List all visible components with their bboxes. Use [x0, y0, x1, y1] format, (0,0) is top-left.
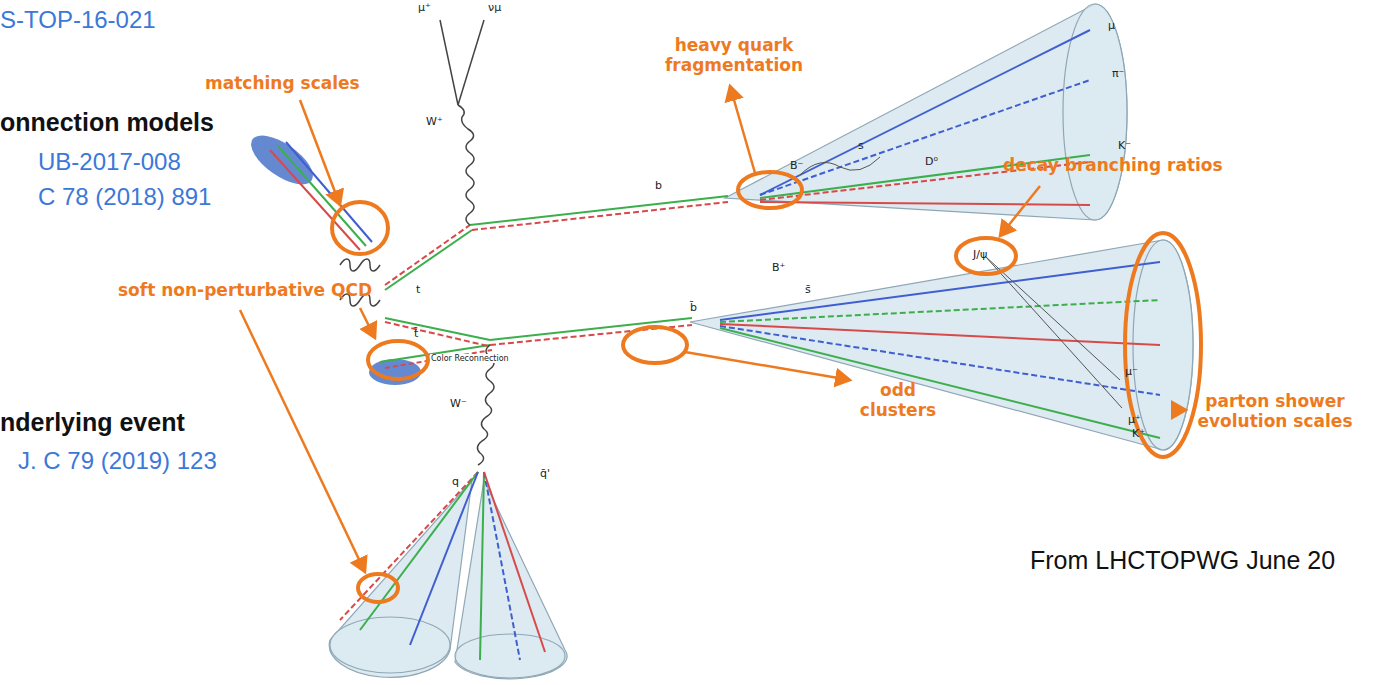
illustration-part: [458, 105, 474, 225]
illustration-part: [360, 308, 375, 338]
illustration-part: [240, 310, 365, 572]
illustration-part: [956, 238, 1016, 274]
illustration-part: [720, 300, 1160, 322]
illustration-part: [458, 20, 484, 105]
illustration-part: [800, 157, 880, 175]
illustration-part: [286, 142, 372, 242]
illustration-part: [690, 240, 1193, 450]
particle-label: J/ψ: [973, 249, 987, 262]
illustration-part: [332, 202, 388, 254]
illustration-part: [410, 472, 478, 645]
callout-label: matching scales: [205, 74, 360, 94]
callout-rings: [332, 172, 1201, 602]
illustration-part: [1125, 233, 1201, 457]
illustration-part: [685, 352, 850, 380]
protons: [243, 126, 492, 385]
illustration-part: [385, 225, 470, 285]
particle-label: π⁻: [1112, 68, 1124, 81]
callout-label: soft non-perturbative QCD: [118, 281, 372, 301]
illustration-part: [455, 634, 565, 678]
particle-label: W⁻: [450, 398, 467, 411]
illustration-part: [300, 100, 340, 205]
particle-label: K⁺: [1132, 428, 1145, 441]
illustration-part: [720, 326, 1160, 395]
illustration-part: [440, 20, 458, 105]
reference-text: C 78 (2018) 891: [38, 183, 211, 211]
particle-label: μ⁺: [418, 2, 431, 15]
particle-label: q: [452, 476, 459, 489]
reference-text: UB-2017-008: [38, 148, 181, 176]
illustration-part: [340, 259, 380, 271]
particle-label: Color Reconnection: [430, 354, 510, 363]
particle-label: t̄: [414, 328, 418, 341]
illustration-part: [985, 256, 1120, 380]
reference-text: J. C 79 (2019) 123: [18, 447, 217, 475]
heading-text: nderlying event: [0, 408, 185, 437]
particle-label: μ: [1108, 20, 1115, 33]
illustration-part: [1172, 409, 1186, 412]
source-note: From LHCTOPWG June 20: [1030, 546, 1335, 575]
illustration-part: [340, 472, 478, 620]
heading-text: onnection models: [0, 108, 214, 137]
illustration-part: [760, 80, 1090, 195]
illustration-part: [472, 202, 728, 230]
illustration-part: [330, 617, 450, 673]
illustration-part: [484, 472, 545, 652]
jet-cones: [329, 4, 1193, 679]
reference-text: S-TOP-16-021: [0, 6, 156, 34]
illustration-part: [720, 328, 1160, 438]
particle-label: μ⁻: [1125, 366, 1138, 379]
particle-label: B⁻: [790, 160, 803, 173]
illustration-part: [1063, 4, 1127, 220]
callout-label: heavy quark fragmentation: [664, 36, 804, 75]
particle-label: q̄': [540, 468, 550, 481]
particle-label: b: [655, 180, 662, 193]
illustration-part: [385, 318, 490, 340]
particle-label: b̄: [690, 302, 697, 315]
hadron-tracks: [720, 30, 1160, 438]
illustration-part: [368, 341, 428, 379]
illustration-part: [455, 480, 567, 679]
particle-label: B⁺: [772, 262, 785, 275]
particle-label: D⁰: [925, 156, 938, 169]
illustration-part: [1000, 186, 1040, 236]
particle-label: t: [416, 284, 420, 297]
boson-lines: [440, 20, 494, 465]
illustration-part: [243, 126, 320, 194]
illustration-part: [470, 196, 728, 225]
illustration-part: [360, 472, 478, 630]
parton-lines: [340, 196, 728, 660]
illustration-part: [985, 256, 1122, 408]
particle-label: νμ: [488, 2, 501, 15]
illustration-part: [760, 202, 1090, 205]
particle-label: s: [858, 140, 864, 153]
illustration-part: [480, 472, 484, 660]
illustration-part: [720, 324, 1160, 345]
callout-label: decay branching ratios: [1003, 156, 1223, 176]
illustration-part: [623, 327, 687, 363]
particle-label: K⁻: [1118, 140, 1131, 153]
illustration-part: [270, 150, 360, 250]
illustration-part: [738, 172, 802, 208]
illustration-part: [484, 472, 520, 660]
callout-label: odd clusters: [848, 381, 948, 420]
particle-label: s̄: [805, 284, 811, 297]
particle-label: W⁺: [426, 116, 443, 129]
illustration-part: [730, 86, 755, 173]
illustration-part: [358, 574, 398, 602]
illustration-part: [385, 230, 472, 290]
particle-label: μ⁺: [1128, 414, 1141, 427]
callout-label: parton shower evolution scales: [1190, 392, 1360, 431]
